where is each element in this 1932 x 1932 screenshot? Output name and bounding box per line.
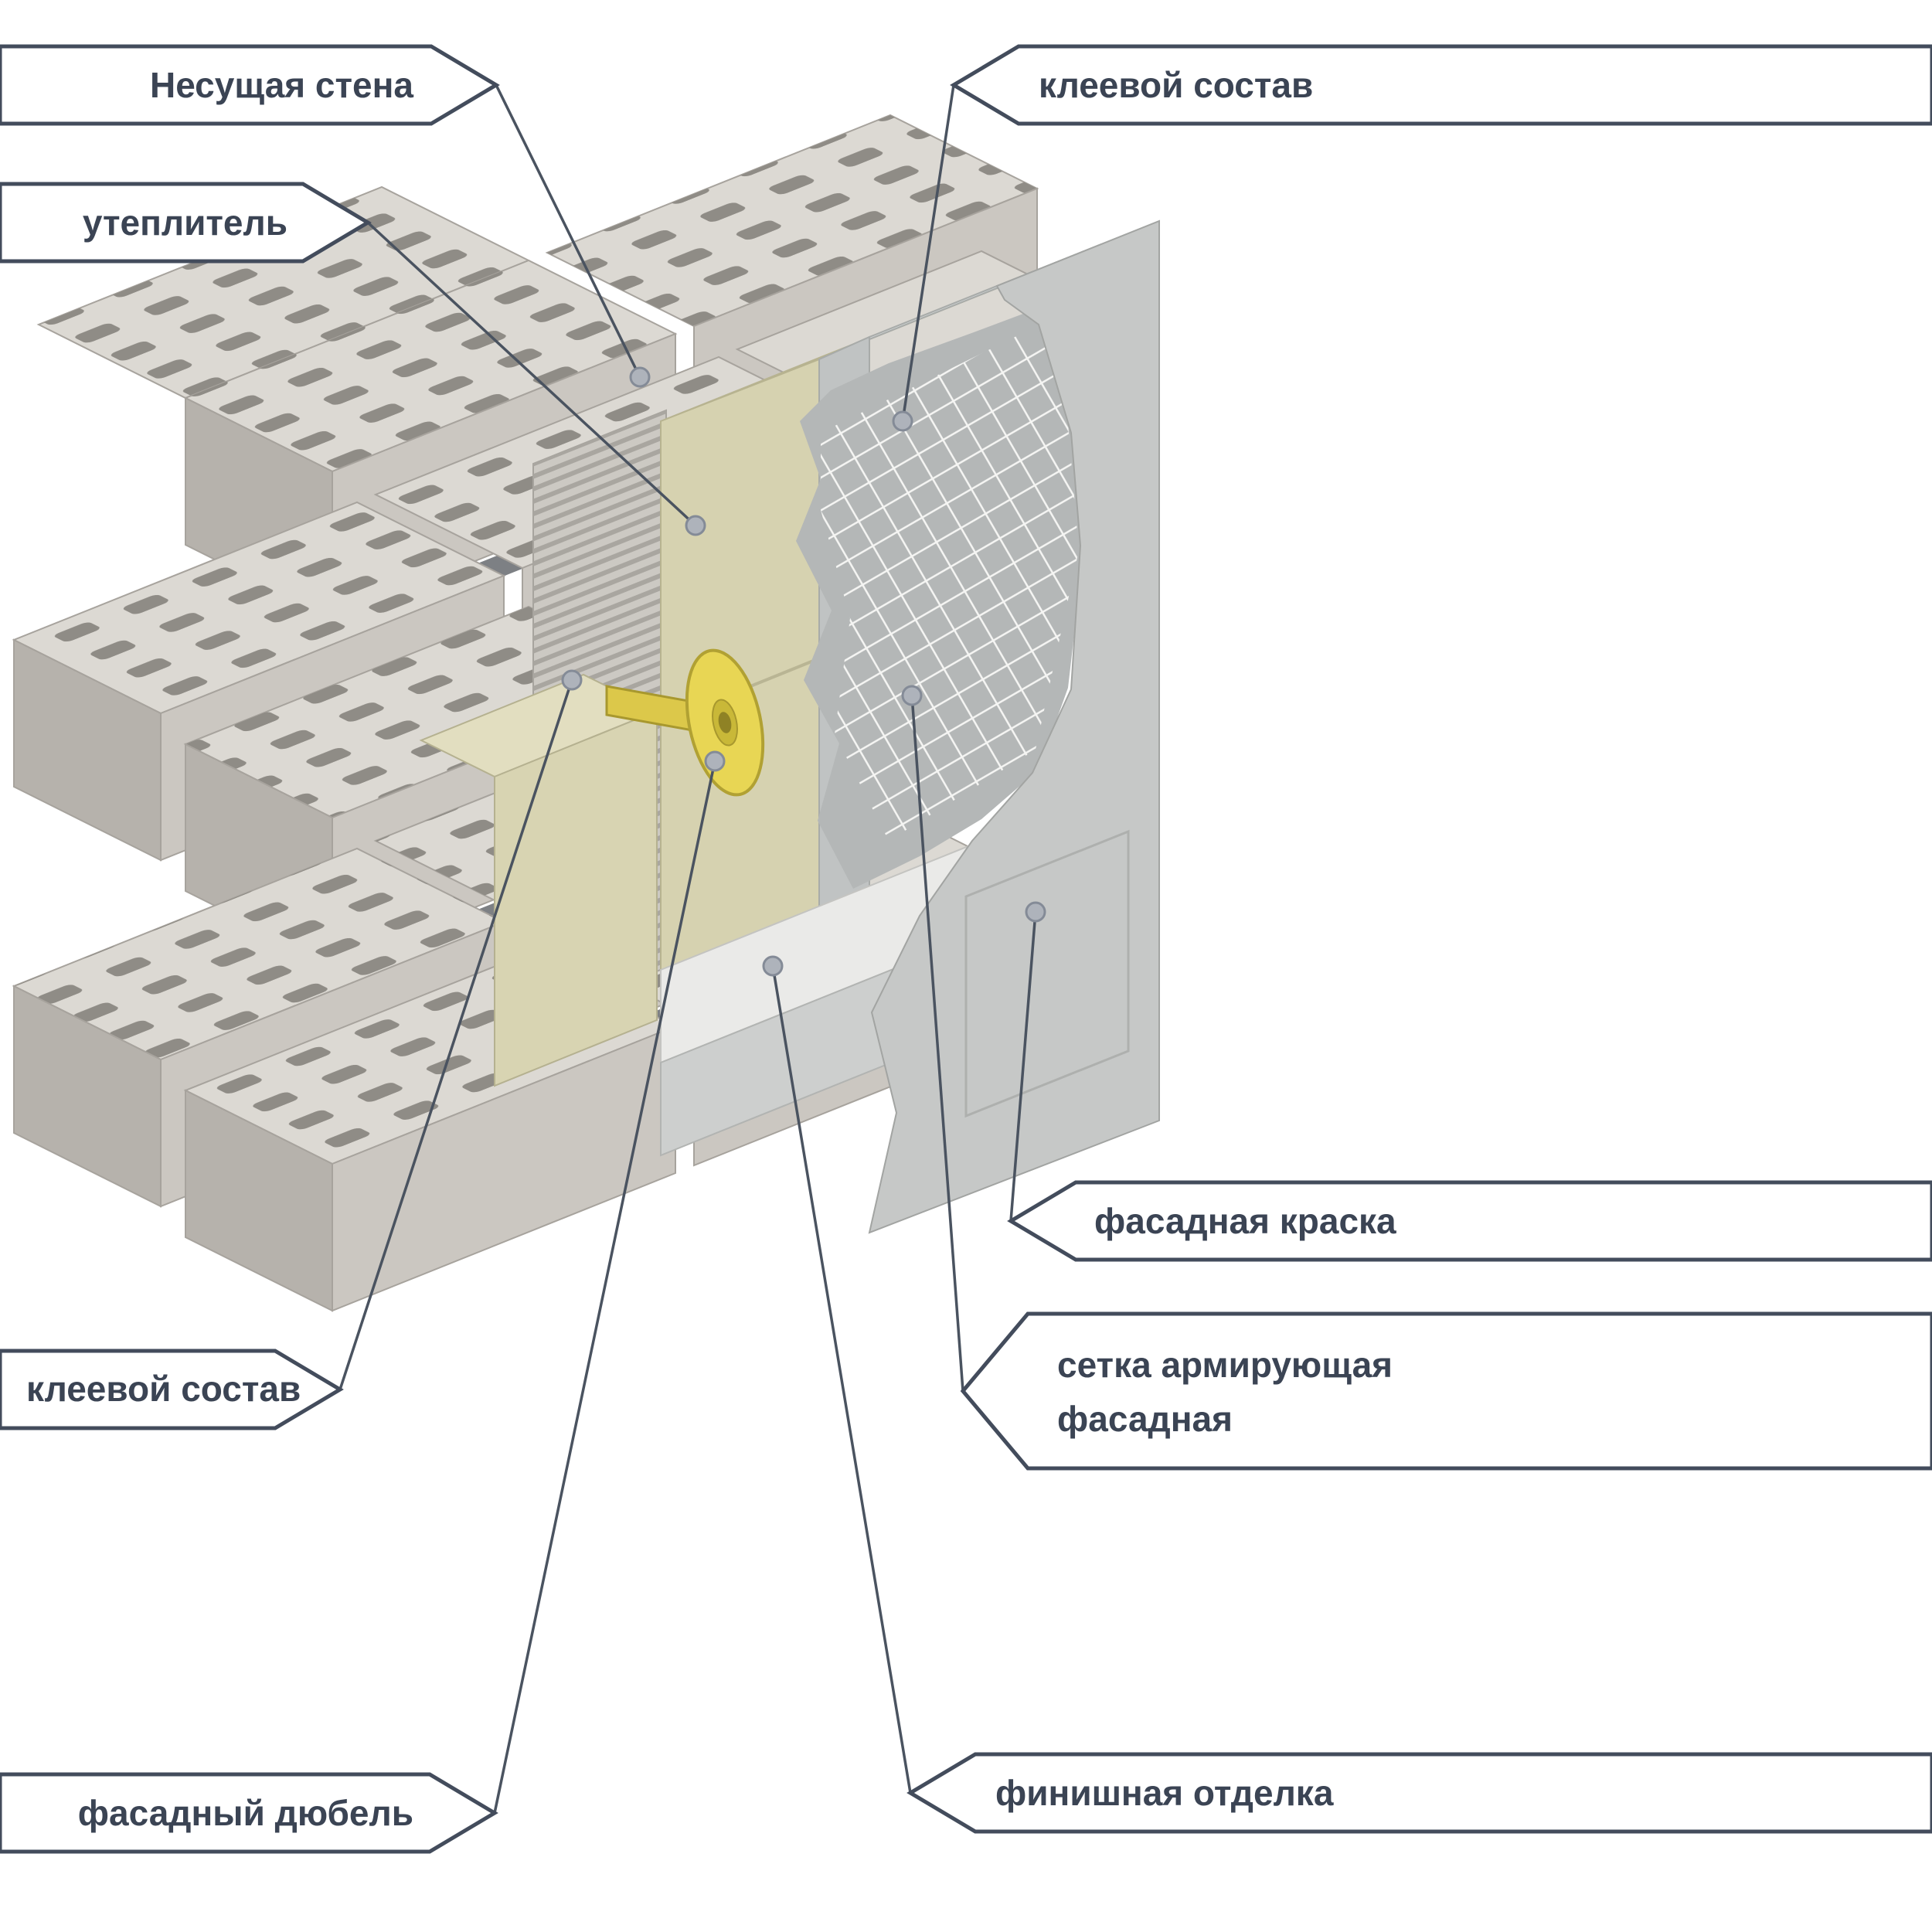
label-adhesive-bottom: клеевой состав xyxy=(26,1369,301,1409)
callout-facade-dowel: фасадный дюбель xyxy=(0,1772,498,1854)
callout-box xyxy=(0,44,500,126)
anchor-dot-adhesive-top xyxy=(892,410,913,432)
leader-adhesive-bottom xyxy=(338,679,573,1390)
mesh-grid xyxy=(821,315,1079,841)
callout-box xyxy=(0,1349,344,1430)
anchor-dot-load-bearing-wall xyxy=(629,366,651,388)
finish-panel-inset-border xyxy=(964,829,1130,1118)
label-reinforcing-mesh-line1: сетка армирующая xyxy=(1057,1345,1393,1385)
anchor-dot-facade-dowel xyxy=(704,750,726,772)
label-reinforcing-mesh-line2: фасадная xyxy=(1057,1399,1233,1439)
anchor-dot-facade-paint xyxy=(1025,901,1046,923)
leader-adhesive-top xyxy=(901,84,955,422)
leader-load-bearing-wall xyxy=(495,84,641,378)
label-finish-coat: финишная отделка xyxy=(995,1773,1334,1813)
callout-box xyxy=(950,44,1932,126)
anchor-dots xyxy=(561,366,1046,977)
leader-reinforcing-mesh xyxy=(910,695,964,1392)
anchor-dot-finish-coat xyxy=(762,955,784,977)
brick-top-slots xyxy=(185,260,675,471)
dowel-core xyxy=(718,712,732,733)
callout-load-bearing-wall: Несущая стена xyxy=(0,44,500,126)
callout-reinforcing-mesh: сетка армирующая фасадная xyxy=(960,1311,1932,1471)
leader-facade-dowel xyxy=(493,760,716,1814)
callout-facade-paint: фасадная краска xyxy=(1007,1180,1932,1262)
callout-box xyxy=(0,1772,498,1854)
brick-top-slots xyxy=(547,115,1037,326)
label-adhesive-top: клеевой состав xyxy=(1039,65,1313,105)
brick-top-slots xyxy=(14,849,504,1060)
illustration xyxy=(12,114,1160,1312)
insulation-board-loose xyxy=(419,673,659,1087)
label-load-bearing-wall: Несущая стена xyxy=(150,65,413,105)
brick-end-face xyxy=(13,638,162,862)
loose-board-front xyxy=(494,709,658,1087)
anchor-dot-insulation xyxy=(685,515,706,536)
callout-adhesive-bottom: клеевой состав xyxy=(0,1349,344,1430)
anchor-dot-adhesive-bottom xyxy=(561,669,583,691)
brick-top-slots xyxy=(14,502,504,713)
callout-finish-coat: финишная отделка xyxy=(906,1752,1932,1834)
callout-box xyxy=(960,1311,1932,1471)
callout-adhesive-top: клеевой состав xyxy=(950,44,1932,126)
brick-top-slots xyxy=(39,187,529,398)
brick-end-face xyxy=(13,985,162,1208)
leader-insulation xyxy=(366,221,697,527)
label-facade-paint: фасадная краска xyxy=(1094,1201,1396,1241)
callout-insulation: утеплитель xyxy=(0,182,372,264)
callouts: Несущая стена утеплитель клеевой состав … xyxy=(0,44,1932,1854)
finish-panel-face xyxy=(868,219,1160,1234)
leader-facade-paint xyxy=(1009,911,1037,1222)
brick-end-face xyxy=(185,1089,333,1312)
label-facade-dowel: фасадный дюбель xyxy=(78,1793,413,1833)
callout-box xyxy=(906,1752,1932,1834)
callout-box xyxy=(1007,1180,1932,1262)
leader-lines xyxy=(338,84,1037,1814)
reinforcing-mesh-area xyxy=(796,295,1085,889)
leader-finish-coat xyxy=(771,965,912,1794)
label-insulation: утеплитель xyxy=(83,202,287,243)
callout-box xyxy=(0,182,372,264)
anchor-dot-reinforcing-mesh xyxy=(901,685,923,706)
finish-panel xyxy=(868,219,1160,1234)
